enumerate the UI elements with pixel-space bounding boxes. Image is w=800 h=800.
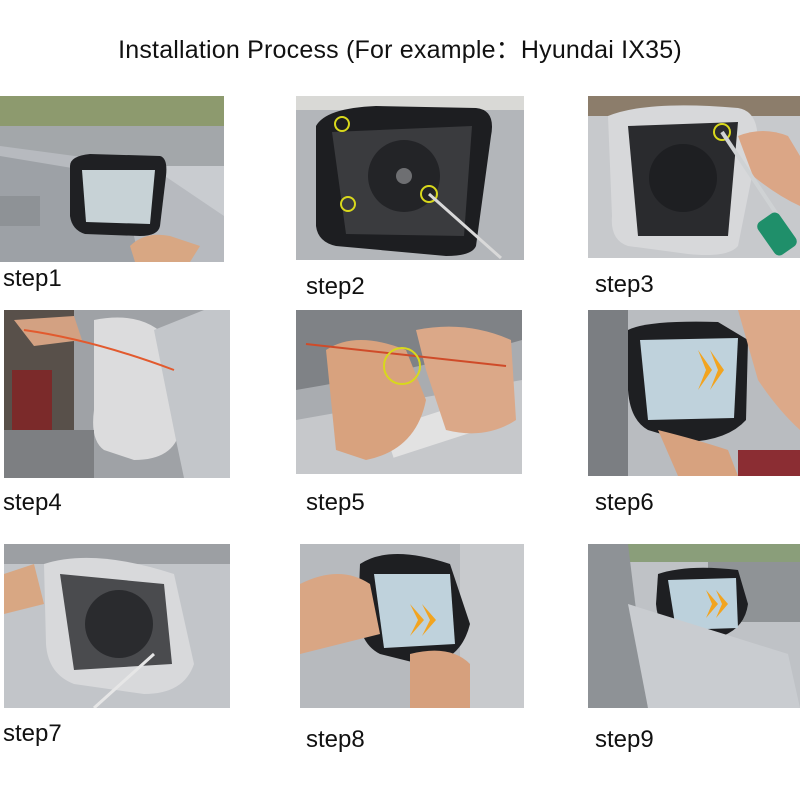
page-title: Installation Process (For example：Hyunda… — [118, 36, 682, 64]
step6-photo — [588, 310, 800, 476]
step8-photo — [300, 544, 524, 708]
step5-photo — [296, 310, 522, 474]
step6-label: step6 — [595, 489, 654, 516]
step2-label: step2 — [306, 273, 365, 300]
step4-photo — [4, 310, 230, 478]
step7-label: step7 — [3, 720, 62, 747]
step4-label: step4 — [3, 489, 62, 516]
step1-photo — [0, 96, 224, 262]
step1-label: step1 — [3, 265, 62, 292]
step3-label: step3 — [595, 271, 654, 298]
step3-photo — [588, 96, 800, 258]
step9-photo — [588, 544, 800, 708]
step2-photo — [296, 96, 524, 260]
step9-label: step9 — [595, 726, 654, 753]
step5-label: step5 — [306, 489, 365, 516]
step8-label: step8 — [306, 726, 365, 753]
step7-photo — [4, 544, 230, 708]
